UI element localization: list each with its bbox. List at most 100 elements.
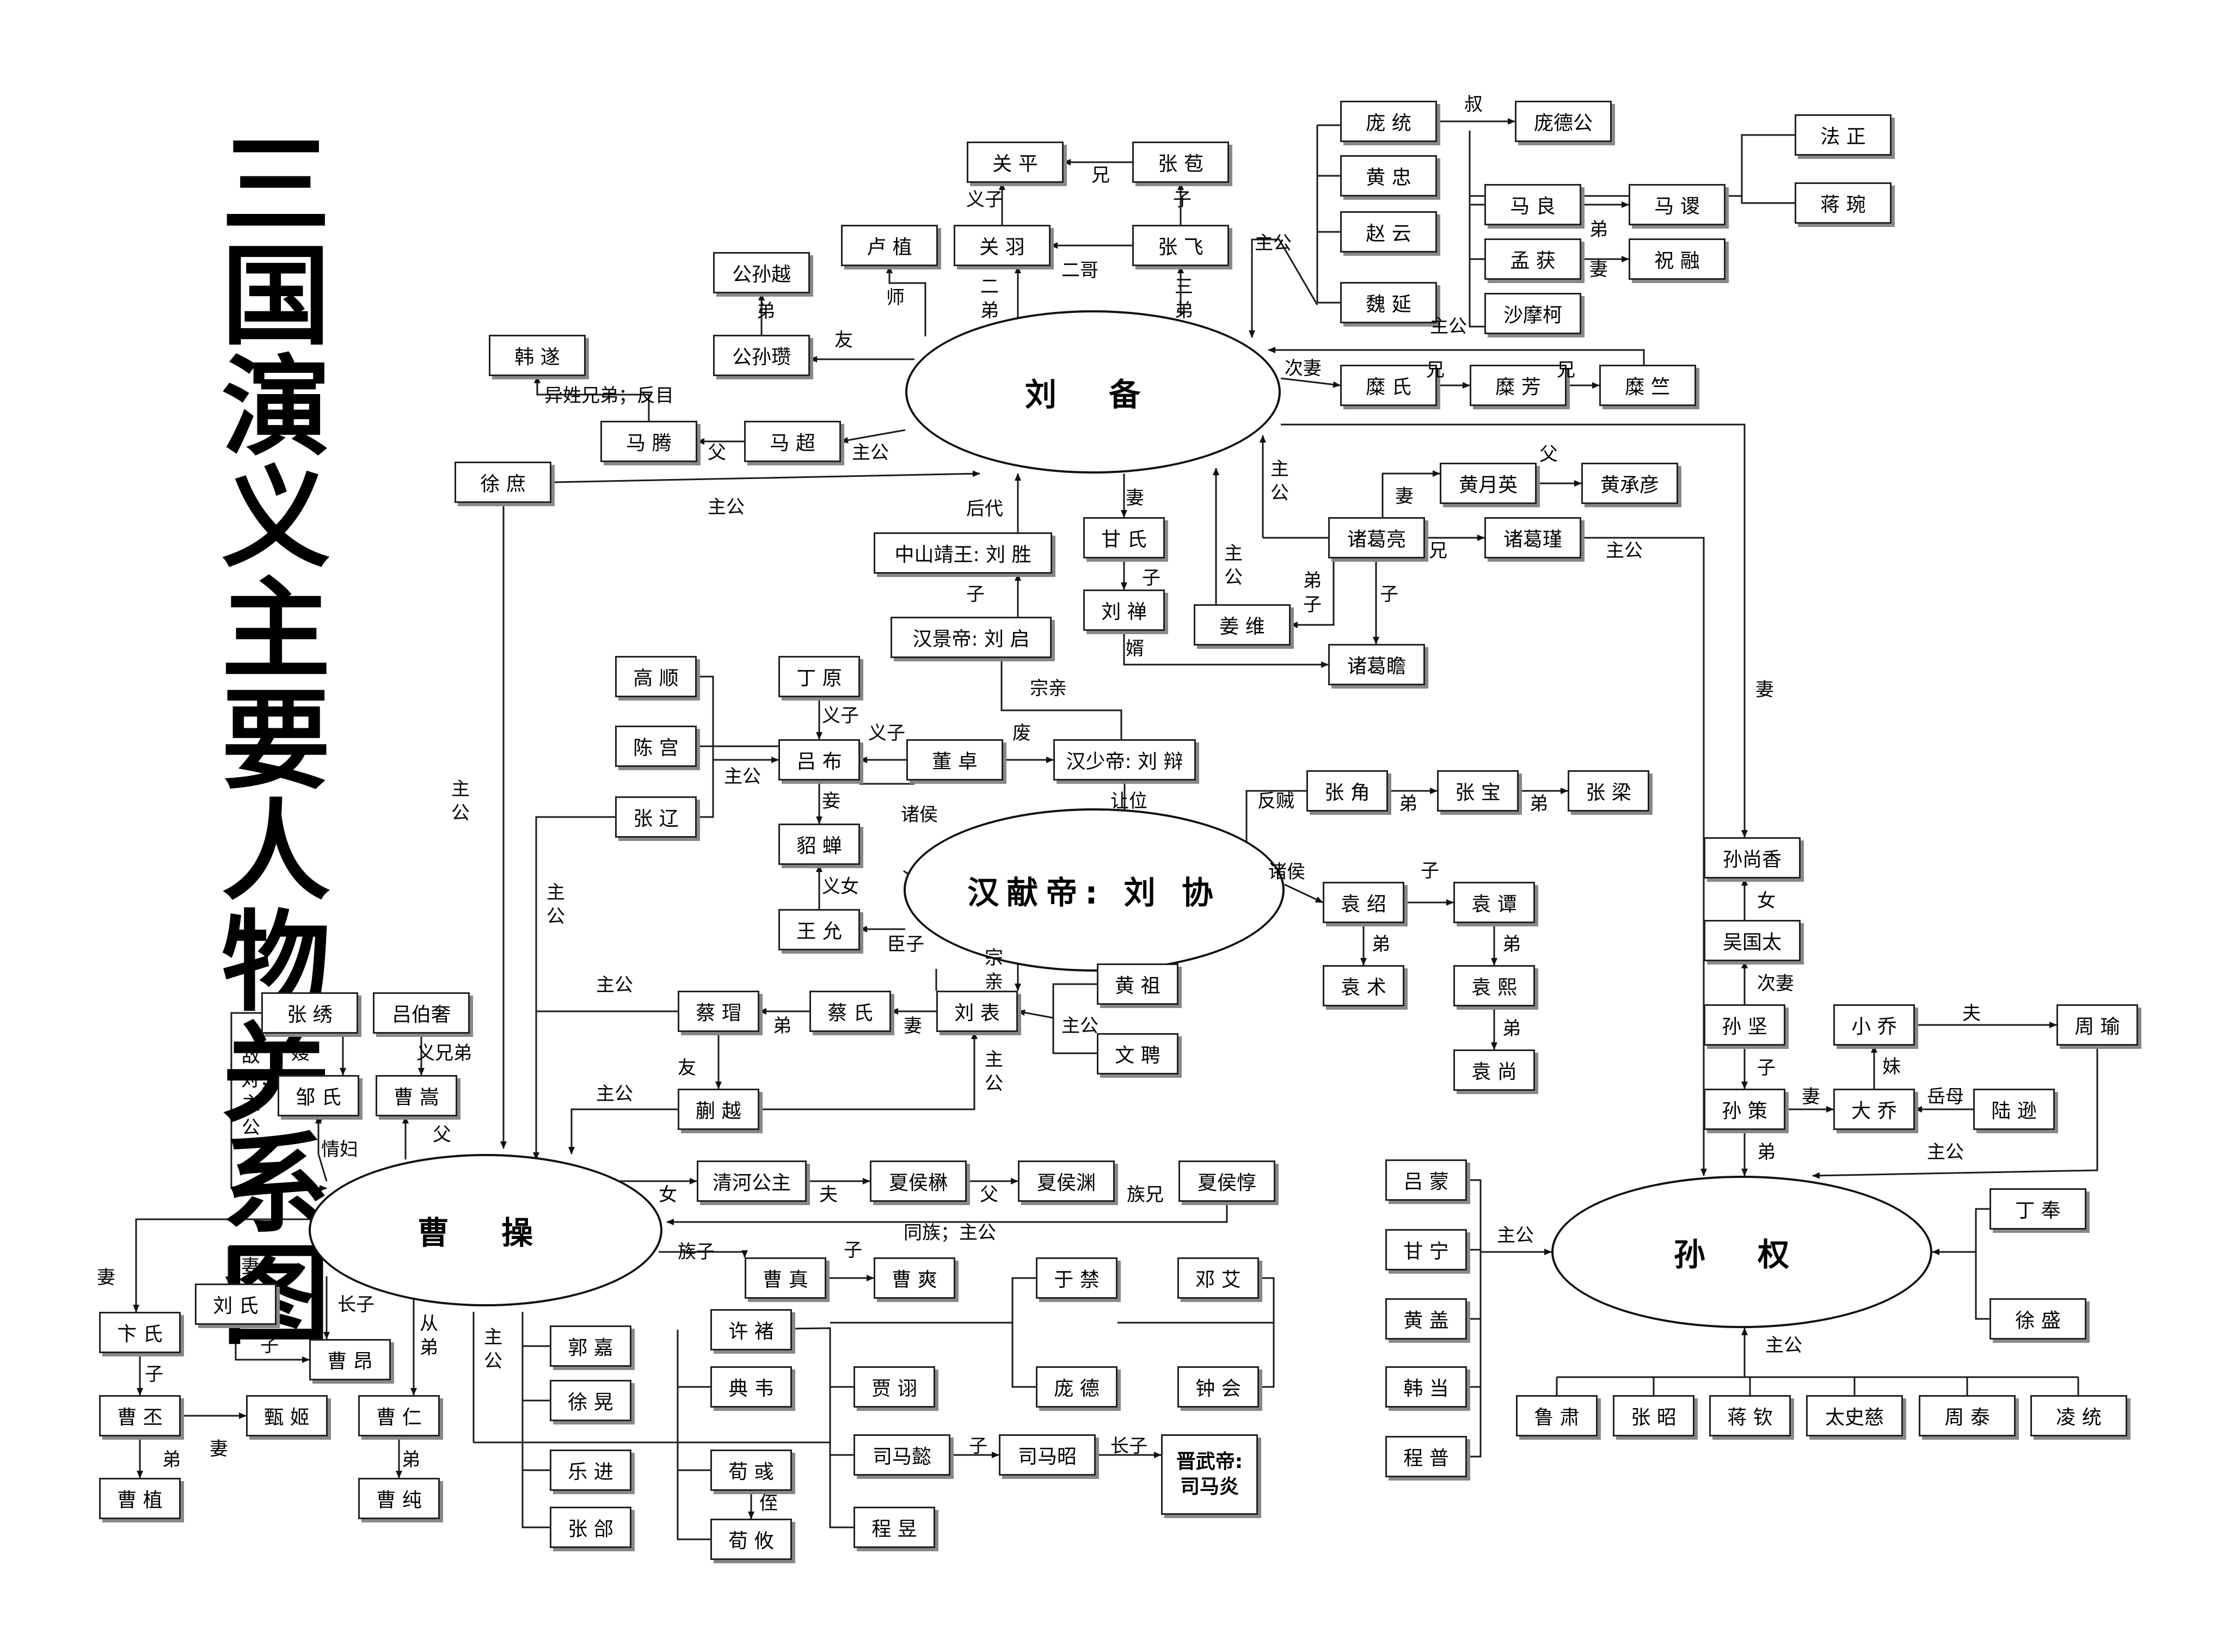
rel-label: 弟子 — [1303, 570, 1322, 616]
connector — [551, 470, 980, 483]
person-jiangwan: 蒋 琬 — [1795, 182, 1892, 224]
person-zhangzhao: 张 昭 — [1613, 1395, 1694, 1436]
connector — [840, 429, 906, 444]
person-chengyu: 程 昱 — [853, 1507, 935, 1548]
person-jiaxu: 贾 诩 — [853, 1366, 935, 1408]
person-xiaoqiao: 小 乔 — [1833, 1004, 1915, 1046]
rel-label: 岳母 — [1927, 1086, 1964, 1108]
rel-label: 兄 — [1091, 164, 1110, 186]
connector — [315, 1116, 328, 1182]
rel-label: 妻 — [1126, 487, 1144, 509]
person-dongzhuo: 董 卓 — [906, 739, 1003, 781]
rel-label: 弟 — [1502, 1018, 1521, 1040]
person-zhaoyun: 赵 云 — [1340, 211, 1437, 253]
rel-label: 主公 — [1927, 1141, 1964, 1163]
connector — [1812, 1046, 2098, 1179]
connector — [759, 1031, 978, 1110]
person-zhangliang: 张 梁 — [1568, 770, 1649, 812]
person-zhangliao: 张 辽 — [615, 796, 697, 838]
page-title: 三国演义主要人物关系图 — [221, 122, 330, 1352]
person-dengai: 邓 艾 — [1177, 1257, 1259, 1299]
person-caopi: 曹 丕 — [99, 1395, 181, 1436]
person-daqiao: 大 乔 — [1833, 1089, 1915, 1130]
rel-label: 弟 — [402, 1449, 420, 1471]
rel-label: 子 — [844, 1239, 862, 1261]
person-caishi: 蔡 氏 — [809, 991, 891, 1032]
rel-label: 子 — [1173, 189, 1192, 211]
rel-label: 情妇 — [321, 1139, 358, 1160]
person-yuanxi: 袁 熙 — [1453, 965, 1535, 1006]
person-kuaiyue: 蒯 越 — [678, 1089, 759, 1130]
connector — [1249, 238, 1318, 338]
person-mizhu: 糜 竺 — [1599, 365, 1696, 406]
person-luxun: 陆 逊 — [1973, 1089, 2055, 1130]
person-huangchengyan: 黄承彦 — [1581, 463, 1678, 504]
rel-label: 让位 — [1110, 790, 1147, 812]
person-handang: 韩 当 — [1385, 1366, 1467, 1408]
rel-label: 弟 — [1502, 934, 1521, 955]
person-caoshuang: 曹 爽 — [874, 1257, 955, 1299]
rel-label: 宗亲 — [1030, 678, 1067, 699]
person-pangde: 庞 德 — [1036, 1366, 1117, 1408]
person-shamoke: 沙摩柯 — [1484, 293, 1581, 334]
connector — [1123, 631, 1329, 668]
person-xushu: 徐 庶 — [455, 462, 551, 503]
person-sunce: 孙 策 — [1704, 1089, 1785, 1130]
person-zhurong: 祝 融 — [1629, 238, 1726, 280]
person-zhangfei: 张 飞 — [1132, 225, 1229, 266]
person-zhugeliang: 诸葛亮 — [1328, 517, 1425, 558]
person-lingtong: 凌 统 — [2030, 1395, 2127, 1436]
rel-label: 弟 — [1372, 934, 1390, 955]
rel-label: 诸侯 — [1268, 861, 1305, 883]
person-ganning: 甘 宁 — [1385, 1229, 1467, 1270]
person-zoushi: 邹 氏 — [278, 1075, 359, 1116]
connector — [830, 1277, 1036, 1324]
rel-label: 弟 — [757, 300, 775, 322]
rel-label: 主公 — [1497, 1225, 1534, 1246]
rel-label: 义子 — [966, 189, 1003, 211]
rel-label: 妻 — [97, 1267, 115, 1288]
rel-label: 子 — [260, 1335, 279, 1356]
rel-label: 弟 — [1589, 219, 1608, 241]
rel-label: 父 — [708, 442, 726, 464]
rel-label: 子 — [1380, 584, 1398, 605]
rel-label: 兄 — [1557, 359, 1575, 381]
person-liubiao: 刘 表 — [936, 991, 1018, 1032]
person-caosong: 曹 嵩 — [376, 1075, 457, 1116]
person-gongsunzan: 公孙瓒 — [713, 335, 810, 376]
connector — [1581, 537, 1707, 1176]
person-dingyuan: 丁 原 — [778, 656, 860, 697]
person-machao: 马 超 — [744, 421, 841, 462]
rel-label: 主公 — [1606, 540, 1643, 562]
rel-label: 族兄 — [1127, 1184, 1164, 1206]
connector — [666, 1202, 1228, 1225]
rel-label: 夫 — [1962, 1003, 1981, 1024]
rel-label: 妻 — [1802, 1086, 1820, 1108]
person-caozhi: 曹 植 — [99, 1478, 181, 1519]
rel-label: 异姓兄弟；反目 — [544, 385, 674, 407]
rel-label: 废 — [1012, 722, 1031, 744]
connector — [521, 1312, 550, 1528]
rel-label: 子 — [1757, 1057, 1776, 1079]
rel-label: 妻 — [1395, 486, 1414, 507]
connector — [1741, 135, 1795, 204]
rel-label: 女 — [1757, 890, 1776, 912]
connector — [1281, 423, 1748, 838]
connector — [1381, 470, 1440, 517]
person-yuanshao: 袁 绍 — [1323, 882, 1404, 923]
person-yuantan: 袁 谭 — [1453, 882, 1535, 923]
rel-label: 弟 — [1757, 1141, 1776, 1163]
person-maliang: 马 良 — [1484, 184, 1581, 225]
hub-xiandi: 汉献帝: 刘 协 — [904, 808, 1285, 972]
rel-label: 侄 — [759, 1493, 778, 1514]
person-chengpu: 程 普 — [1385, 1436, 1467, 1477]
person-huangzhong: 黄 忠 — [1340, 155, 1437, 196]
rel-label: 子 — [1142, 567, 1160, 589]
rel-label: 妹 — [1882, 1056, 1901, 1078]
connector — [1000, 658, 1122, 739]
connector — [886, 266, 926, 336]
connector — [1259, 1277, 1275, 1388]
person-caochun: 曹 纯 — [358, 1478, 440, 1519]
person-guanyu: 关 羽 — [954, 225, 1051, 266]
connector — [1469, 131, 1484, 328]
